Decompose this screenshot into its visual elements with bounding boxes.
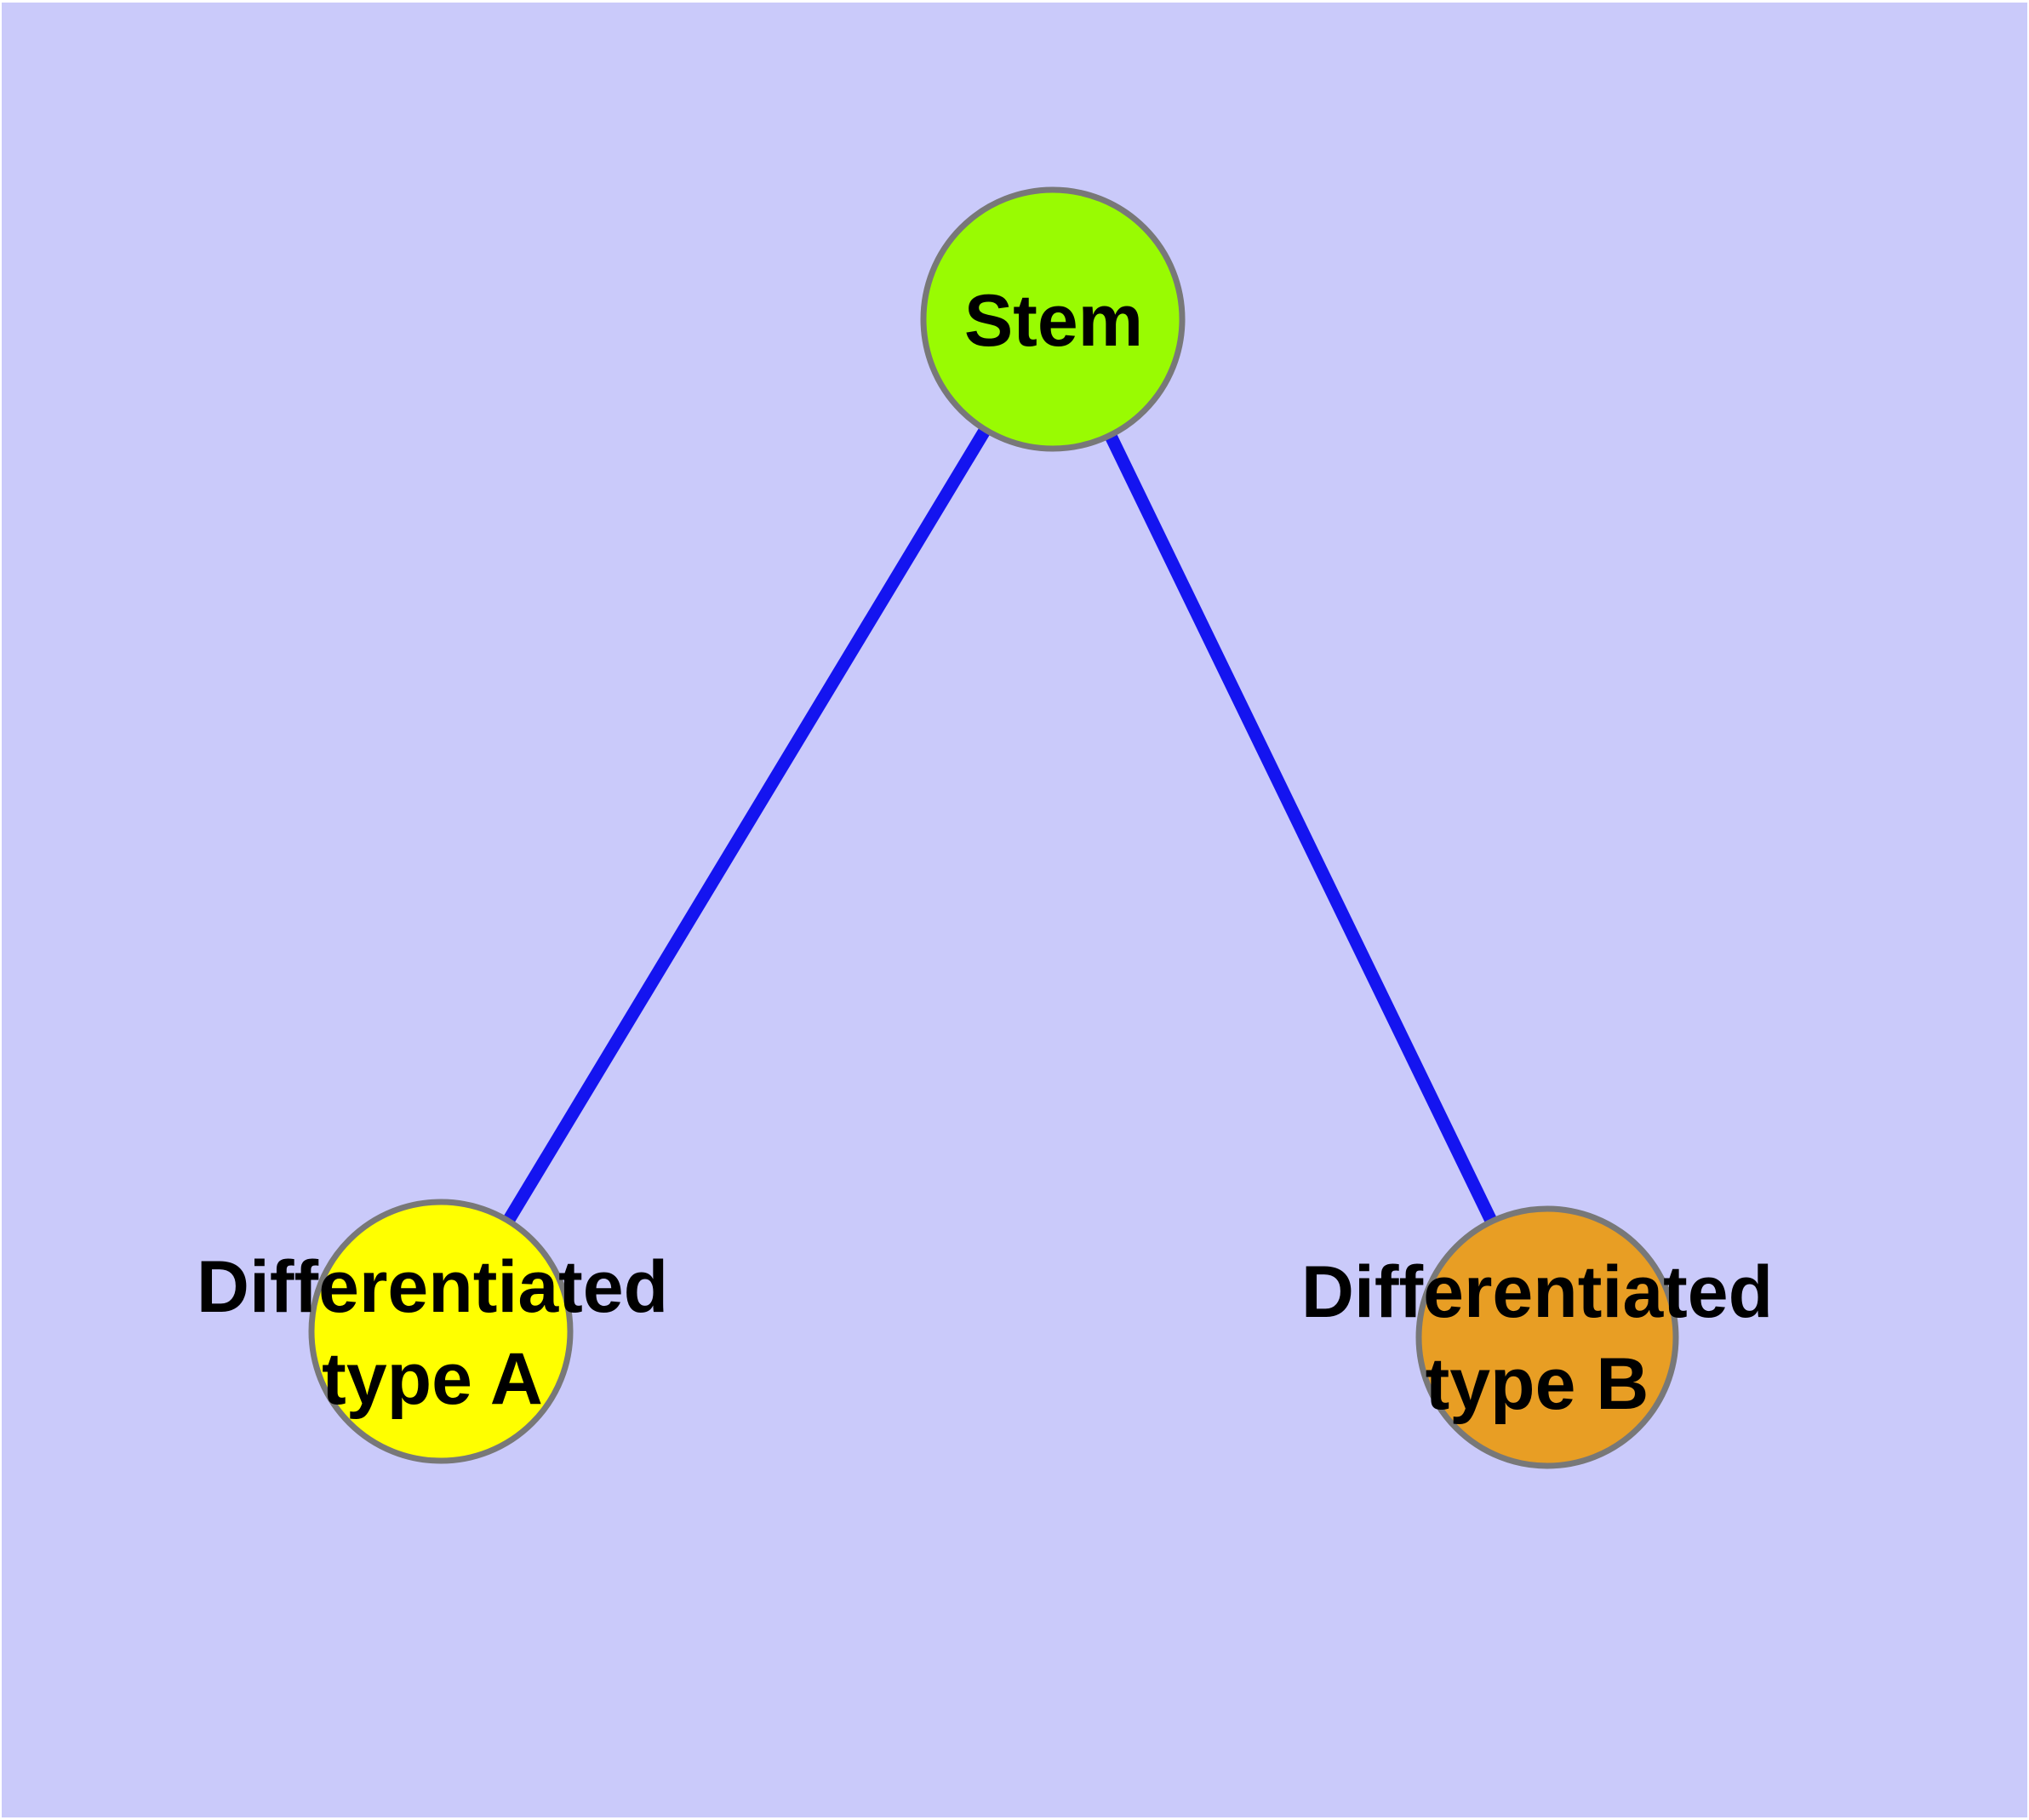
node-type-b-label: Differentiated type B — [1301, 1246, 1773, 1430]
node-type-a-circle — [308, 1199, 574, 1464]
node-stem-circle — [920, 186, 1186, 452]
node-type-a-label: Differentiated type A — [197, 1241, 668, 1425]
node-type-b-circle — [1415, 1205, 1679, 1469]
node-type-b-label-line2: type B — [1425, 1343, 1649, 1425]
node-type-a-label-line1: Differentiated — [196, 1246, 669, 1328]
node-stem-label: Stem — [964, 275, 1143, 367]
node-stem-label-text: Stem — [963, 280, 1144, 362]
edge-stem-to-type-b — [1103, 429, 1498, 1226]
edge-stem-to-type-a — [501, 423, 993, 1226]
node-type-a-label-line2: type A — [322, 1338, 543, 1420]
node-type-b-label-line1: Differentiated — [1300, 1251, 1774, 1333]
